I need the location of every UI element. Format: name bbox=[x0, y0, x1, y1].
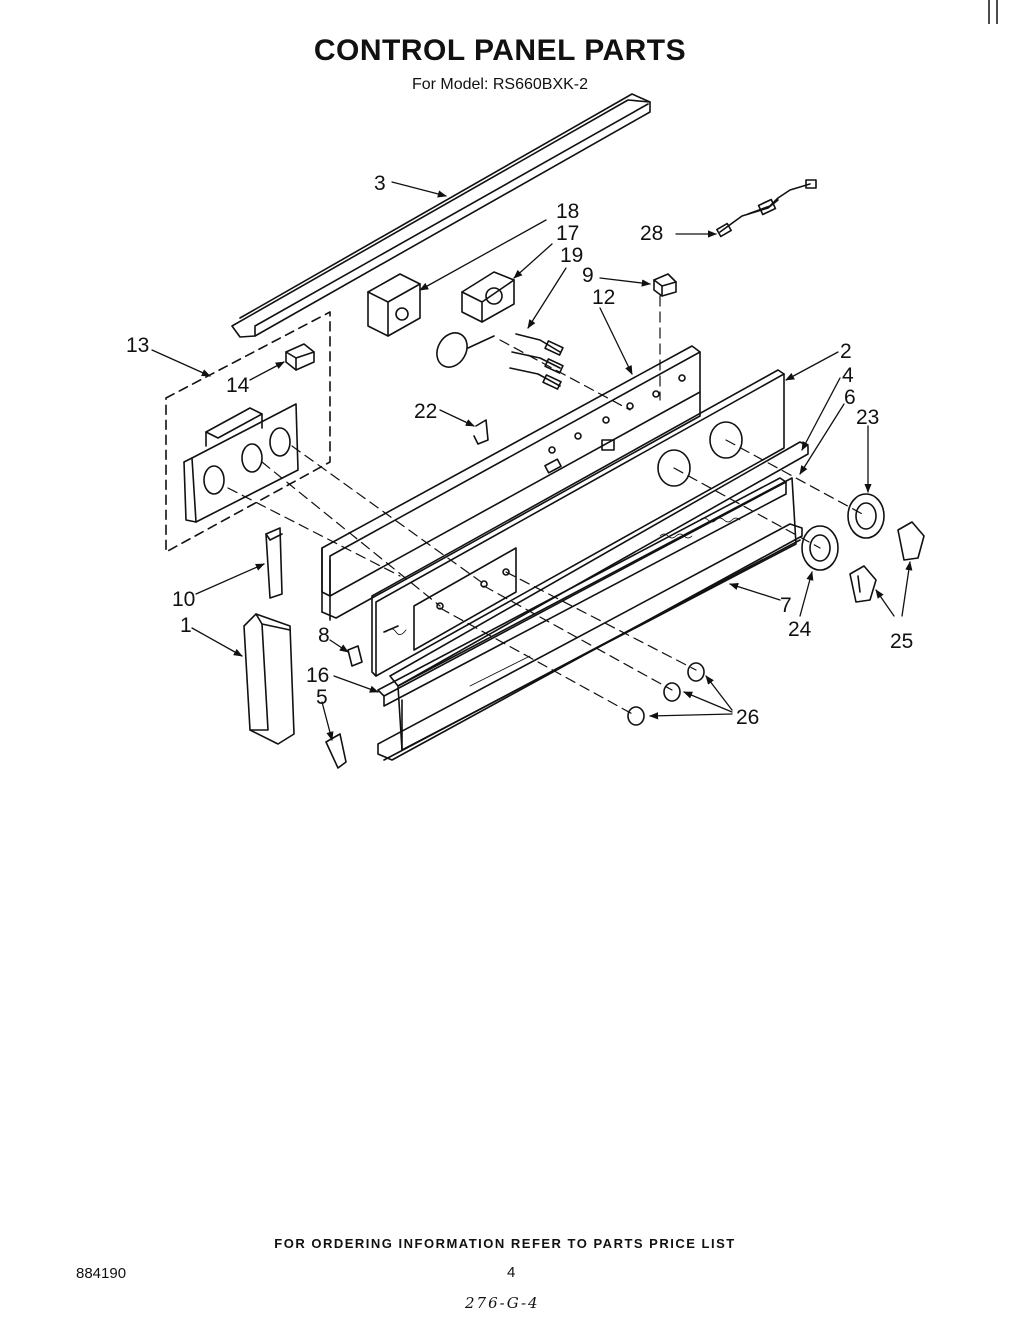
part-9-switch bbox=[653, 273, 677, 297]
part-23-bezel bbox=[847, 493, 885, 539]
part-7-bottom-trim bbox=[377, 523, 803, 761]
callout-10: 10 bbox=[172, 588, 195, 611]
part-10-bracket bbox=[265, 527, 283, 599]
callout-4: 4 bbox=[842, 364, 854, 387]
callout-19: 19 bbox=[560, 244, 583, 267]
part-2-backguard-panel bbox=[371, 369, 785, 677]
part-3-top-trim bbox=[231, 93, 651, 338]
callout-16: 16 bbox=[306, 664, 329, 687]
callout-14: 14 bbox=[226, 374, 250, 397]
callout-17: 17 bbox=[556, 222, 579, 245]
document-number: 884190 bbox=[76, 1265, 127, 1282]
callout-1: 1 bbox=[180, 614, 192, 637]
callout-28: 28 bbox=[640, 222, 663, 245]
part-22-hook bbox=[473, 419, 489, 445]
alignment-lines bbox=[227, 295, 867, 717]
part-25-knobs bbox=[849, 521, 925, 603]
part-18-clock-motor bbox=[367, 273, 421, 337]
ordering-note: FOR ORDERING INFORMATION REFER TO PARTS … bbox=[274, 1236, 736, 1251]
callout-26: 26 bbox=[736, 706, 759, 729]
callout-3: 3 bbox=[374, 172, 386, 195]
callout-9: 9 bbox=[582, 264, 594, 287]
timer-ring bbox=[436, 332, 495, 368]
callout-6: 6 bbox=[844, 386, 856, 409]
part-5-end-piece bbox=[325, 733, 347, 769]
part-16-glass-strip bbox=[377, 477, 787, 707]
leader-arrows bbox=[151, 181, 913, 741]
panel-script-marks bbox=[385, 517, 741, 687]
part-6-trim-strip bbox=[397, 477, 797, 751]
part-14-clip bbox=[285, 343, 315, 371]
edge-tick-icon bbox=[988, 0, 998, 24]
callout-12: 12 bbox=[592, 286, 615, 309]
handwritten-code: 276-G-4 bbox=[465, 1294, 540, 1312]
callout-labels: 3 18 17 19 28 9 12 13 14 22 2 4 6 23 10 … bbox=[126, 172, 913, 729]
callout-23: 23 bbox=[856, 406, 879, 429]
page-edge-marks bbox=[986, 0, 1000, 26]
callout-18: 18 bbox=[556, 200, 579, 223]
callout-8: 8 bbox=[318, 624, 330, 647]
callout-22: 22 bbox=[414, 400, 437, 423]
callout-13: 13 bbox=[126, 334, 149, 357]
part-17-timer bbox=[461, 271, 515, 323]
page-number: 4 bbox=[507, 1264, 516, 1281]
part-26-grommets bbox=[627, 662, 705, 726]
callout-2: 2 bbox=[840, 340, 852, 363]
part-28-wire-harness bbox=[716, 179, 817, 238]
part-12-inner-panel bbox=[321, 345, 701, 621]
model-subtitle: For Model: RS660BXK-2 bbox=[411, 76, 589, 93]
callout-24: 24 bbox=[788, 618, 812, 641]
callout-5: 5 bbox=[316, 686, 328, 709]
callout-7: 7 bbox=[780, 594, 792, 617]
part-8-block bbox=[347, 645, 363, 667]
page-title: CONTROL PANEL PARTS bbox=[313, 34, 687, 67]
part-19-terminals bbox=[509, 333, 564, 390]
part-13-switch-assembly bbox=[165, 311, 331, 553]
callout-25: 25 bbox=[890, 630, 913, 653]
part-1-end-cap bbox=[243, 613, 295, 745]
part-24-bezel bbox=[801, 525, 839, 571]
